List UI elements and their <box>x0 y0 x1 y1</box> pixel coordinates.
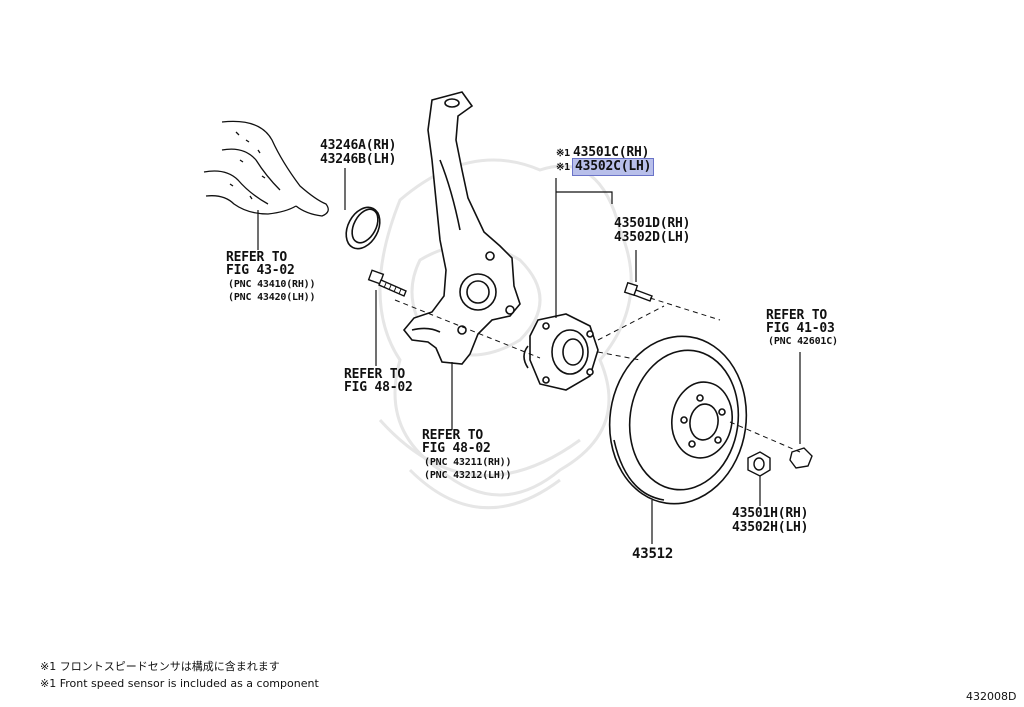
hub-marker-rh: ※1 <box>556 148 570 159</box>
footnote-english: ※1 Front speed sensor is included as a c… <box>40 677 319 690</box>
lug-nut-part-number-lh: 43502H(LH) <box>732 520 809 535</box>
assembly-axis-lines <box>394 297 801 453</box>
ref-fig-43-02-line1[interactable]: REFER TO <box>226 250 288 265</box>
ref-fig-41-03-line2[interactable]: FIG 41-03 <box>766 321 835 336</box>
hub-marker-lh: ※1 <box>556 162 570 173</box>
ref-fig-48-02-b-line2[interactable]: FIG 48-02 <box>422 441 491 456</box>
lug-nut-part-number-rh: 43501H(RH) <box>732 506 809 521</box>
ref-fig-43-02-line2[interactable]: FIG 43-02 <box>226 263 295 278</box>
hand-pointer-illustration <box>203 120 329 217</box>
hub-bolt <box>623 281 653 302</box>
ref-fig-43-02-pnc-rh: (PNC 43410(RH)) <box>228 279 316 290</box>
ref-fig-41-03-line1[interactable]: REFER TO <box>766 308 828 323</box>
hub-part-number-rh[interactable]: 43501C(RH) <box>573 145 650 160</box>
diagram-code: 432008D <box>966 690 1017 703</box>
steering-knuckle <box>402 91 521 365</box>
disc-part-number: 43512 <box>632 546 674 562</box>
hub-cap-nut <box>789 447 813 469</box>
lug-nut <box>747 451 771 477</box>
ref-fig-48-02-a-line1[interactable]: REFER TO <box>344 367 406 382</box>
seal-ring <box>345 206 381 250</box>
hub-part-number-lh-highlighted[interactable]: 43502C(LH) <box>571 158 655 176</box>
seal-part-number-lh: 43246B(LH) <box>320 152 397 167</box>
hub-bracket-leader <box>555 178 613 318</box>
ref-fig-48-02-b-pnc-rh: (PNC 43211(RH)) <box>424 457 512 468</box>
footnote-japanese: ※1 フロントスピードセンサは構成に含まれます <box>40 660 280 673</box>
ref-fig-48-02-a-line2[interactable]: FIG 48-02 <box>344 380 413 395</box>
knuckle-bolt <box>367 269 407 297</box>
brake-disc-rotor <box>608 335 748 505</box>
ref-fig-48-02-b-line1[interactable]: REFER TO <box>422 428 484 443</box>
ref-fig-48-02-b-pnc-lh: (PNC 43212(LH)) <box>424 470 512 481</box>
ref-fig-43-02-pnc-lh: (PNC 43420(LH)) <box>228 292 316 303</box>
ref-fig-41-03-pnc: (PNC 42601C) <box>768 336 838 347</box>
hub-bolt-part-number-lh: 43502D(LH) <box>614 230 691 245</box>
hub-bolt-part-number-rh: 43501D(RH) <box>614 216 691 231</box>
seal-part-number-rh: 43246A(RH) <box>320 138 397 153</box>
hub-bearing-assembly <box>523 313 599 391</box>
